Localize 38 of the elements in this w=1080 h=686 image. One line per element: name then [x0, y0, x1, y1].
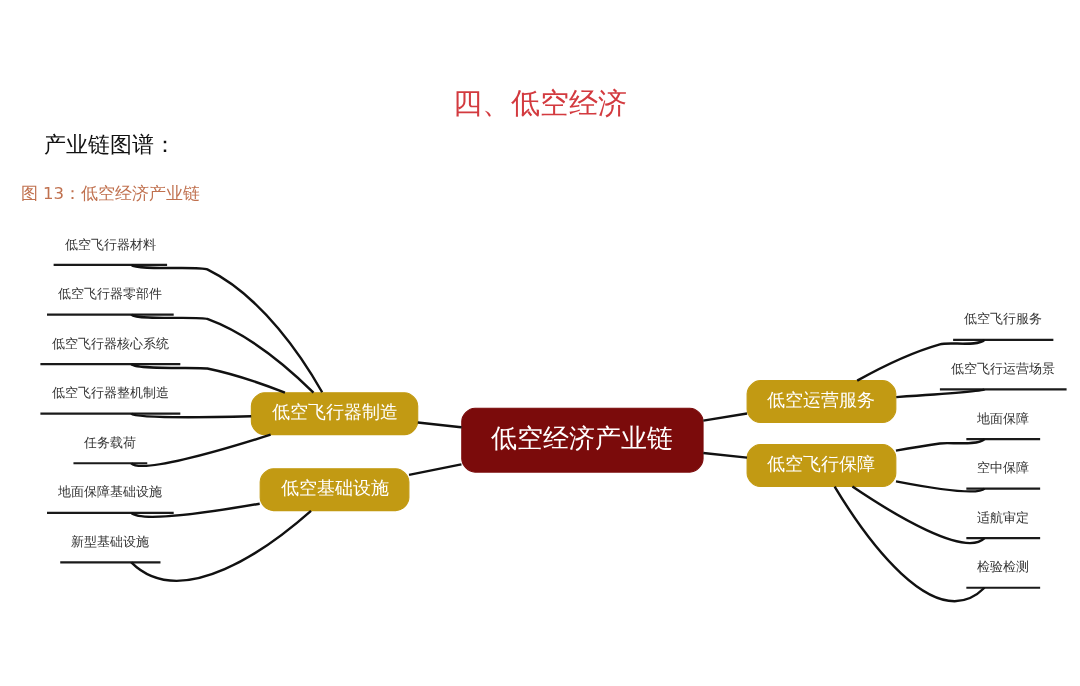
node-text: 任务载荷 — [84, 434, 137, 450]
node-text: 低空飞行器材料 — [64, 236, 156, 252]
connector — [130, 502, 260, 518]
connector — [408, 462, 462, 476]
label: 产业链图谱： — [44, 131, 177, 157]
connector — [130, 263, 324, 393]
node-text: 地面保障基础设施 — [58, 483, 163, 499]
connector — [895, 479, 986, 493]
node-box: 低空基础设施 — [259, 467, 410, 511]
connector — [703, 411, 748, 422]
connector — [851, 485, 986, 544]
node-text: 低空飞行运营场景 — [951, 360, 1056, 376]
connector — [833, 485, 986, 602]
connector — [130, 509, 312, 582]
node-text: 空中保障 — [977, 459, 1030, 475]
connector — [417, 420, 462, 428]
node-text: 低空飞行器整机制造 — [51, 384, 169, 400]
node-box: 低空经济产业链 — [461, 407, 704, 473]
node-text: 低空飞行器核心系统 — [51, 335, 169, 351]
connector — [130, 312, 315, 393]
connector — [130, 362, 286, 394]
node-text: 低空飞行器零部件 — [58, 285, 163, 301]
node-text: 新型基础设施 — [71, 533, 150, 549]
node-text: 低空飞行服务 — [964, 310, 1043, 326]
diagram-title: 四、低空经济 — [453, 85, 627, 120]
node-text: 地面保障 — [977, 410, 1030, 426]
node-box: 低空运营服务 — [746, 379, 897, 423]
node-text: 适航审定 — [977, 509, 1030, 525]
connector — [856, 338, 986, 382]
connector — [896, 387, 985, 398]
connector — [895, 437, 986, 452]
connector — [130, 412, 252, 418]
node-box: 低空飞行保障 — [746, 443, 897, 487]
connector — [130, 433, 271, 467]
node-text: 检验检测 — [977, 558, 1030, 574]
label: 图 13：低空经济产业链 — [20, 183, 200, 203]
connector — [703, 451, 748, 459]
node-box: 低空飞行器制造 — [250, 391, 419, 435]
